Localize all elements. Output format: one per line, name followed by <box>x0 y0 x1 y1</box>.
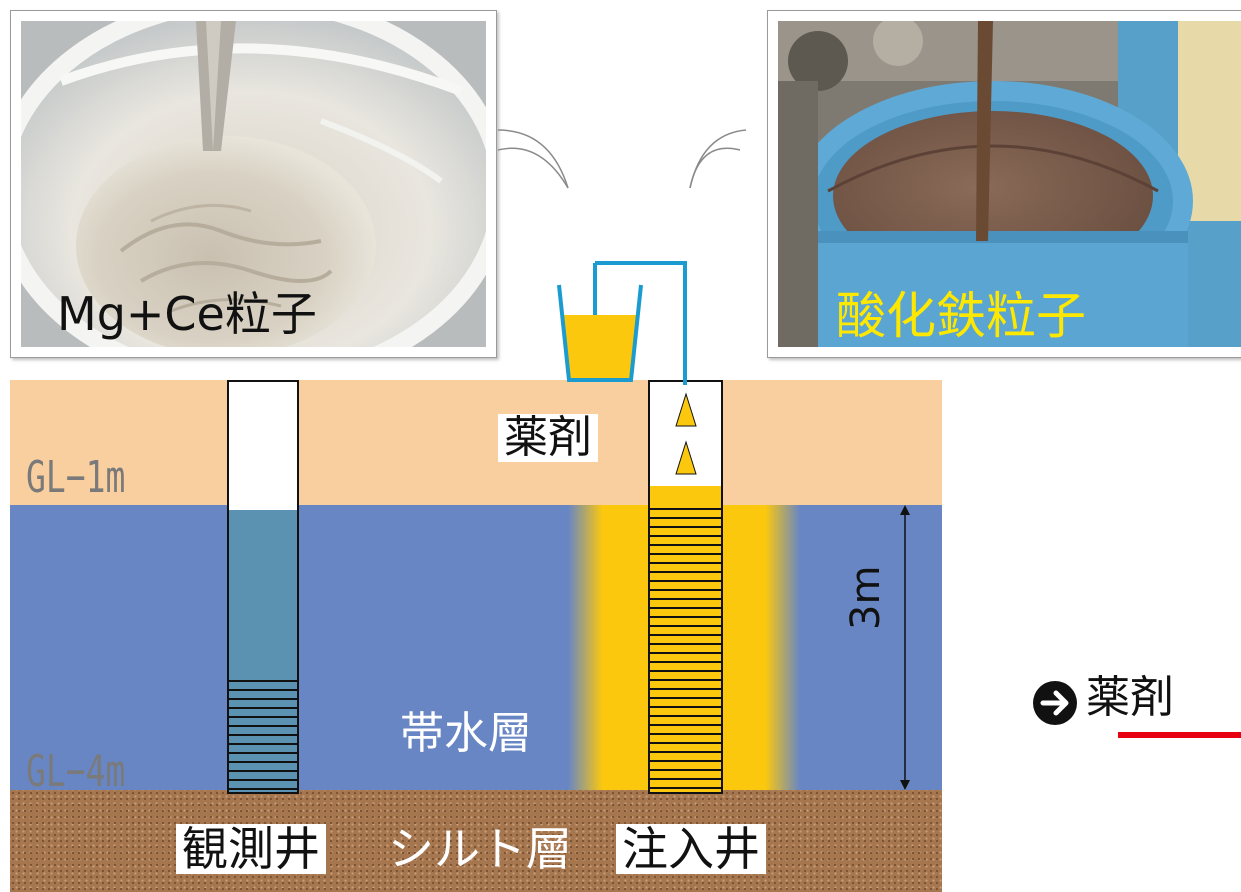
chemical-label: 薬剤 <box>498 414 598 462</box>
silt-layer-label: シルト層 <box>388 822 572 876</box>
aquifer-label: 帯水層 <box>400 708 532 759</box>
side-link[interactable]: 薬剤 <box>1032 668 1241 742</box>
photo-callout-tails <box>497 129 747 189</box>
side-link-underline <box>1118 732 1241 738</box>
injection-well-chemical-top <box>650 486 721 508</box>
observation-well-screen <box>229 680 297 792</box>
photo-iron-oxide-caption: 酸化鉄粒子 <box>836 287 1086 345</box>
thickness-label: 3m <box>843 565 889 630</box>
photo-iron-oxide-frame: 酸化鉄粒子 <box>767 10 1241 358</box>
photo-mg-ce-caption: Mg+Ce粒子 <box>57 287 317 341</box>
observation-well-water <box>229 510 297 680</box>
topsoil-layer <box>10 380 942 505</box>
injection-well <box>648 380 723 794</box>
flow-arrow-icons <box>675 392 697 475</box>
injection-well-screen <box>650 508 721 792</box>
arrow-right-circle-icon <box>1033 681 1077 725</box>
thickness-dimension <box>900 505 910 790</box>
photo-iron-oxide-particles: 酸化鉄粒子 <box>778 21 1241 347</box>
gl-1m-label: GL−1m <box>26 452 126 503</box>
silt-layer <box>10 790 942 892</box>
injection-well-label: 注入井 <box>616 824 766 874</box>
photo-mg-ce-frame: Mg+Ce粒子 <box>10 10 497 358</box>
photo-mg-ce-particles: Mg+Ce粒子 <box>21 21 486 347</box>
side-link-label[interactable]: 薬剤 <box>1086 672 1174 723</box>
observation-well <box>227 380 299 794</box>
gl-4m-label: GL−4m <box>26 746 126 797</box>
chemical-beaker <box>557 261 687 385</box>
observation-well-label: 観測井 <box>176 824 326 874</box>
